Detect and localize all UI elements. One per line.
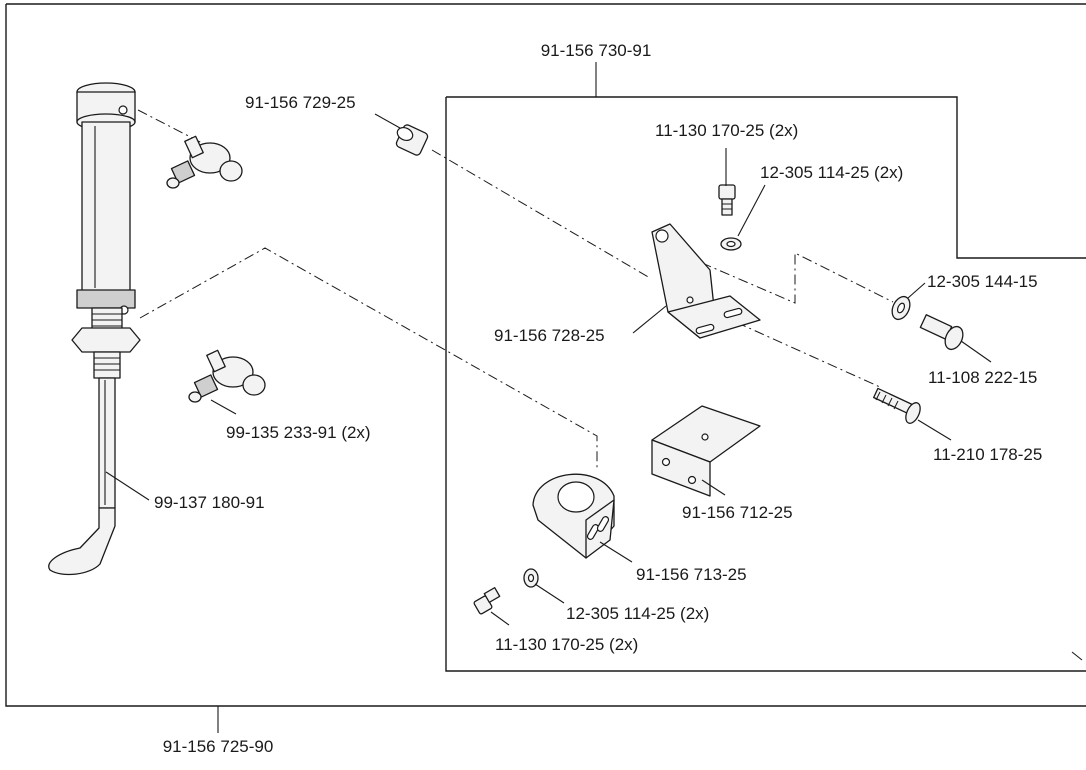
leader-lines bbox=[105, 113, 992, 626]
assembly-number-label: 91-156 725-90 bbox=[163, 737, 274, 756]
label-11-130-170-25-upper: 11-130 170-25 (2x) bbox=[655, 121, 798, 140]
shoulder-screw bbox=[919, 314, 964, 351]
spacer-sleeve bbox=[395, 124, 429, 156]
label-12-305-114-25-lower: 12-305 114-25 (2x) bbox=[566, 604, 709, 623]
label-12-305-144-15: 12-305 144-15 bbox=[927, 272, 1038, 291]
part-labels: 91-156 729-25 11-130 170-25 (2x) 12-305 … bbox=[154, 93, 1042, 654]
edge-mark bbox=[1071, 651, 1083, 661]
cap-screw-lower bbox=[473, 587, 501, 615]
long-screw bbox=[873, 387, 921, 424]
angle-bracket bbox=[651, 223, 761, 339]
label-91-156-712-25: 91-156 712-25 bbox=[682, 503, 793, 522]
label-11-210-178-25: 11-210 178-25 bbox=[933, 445, 1042, 464]
pneumatic-cylinder bbox=[48, 82, 141, 576]
sub-assembly-frame bbox=[445, 96, 1086, 672]
washer-144-hole bbox=[896, 302, 906, 314]
sub-assembly-number-label: 91-156 730-91 bbox=[541, 41, 652, 60]
label-91-156-729-25: 91-156 729-25 bbox=[245, 93, 356, 112]
label-11-108-222-15: 11-108 222-15 bbox=[928, 368, 1037, 387]
label-91-156-728-25: 91-156 728-25 bbox=[494, 326, 605, 345]
z-bracket bbox=[651, 405, 761, 497]
washer-upper-hole bbox=[726, 240, 736, 248]
air-fitting-lower bbox=[188, 349, 266, 403]
label-12-305-114-25-upper: 12-305 114-25 (2x) bbox=[760, 163, 903, 182]
clamp-block bbox=[532, 473, 615, 559]
label-99-135-233-91: 99-135 233-91 (2x) bbox=[226, 423, 371, 442]
assembly-frame bbox=[5, 3, 1086, 707]
label-99-137-180-91: 99-137 180-91 bbox=[154, 493, 265, 512]
label-91-156-713-25: 91-156 713-25 bbox=[636, 565, 747, 584]
cap-screw-upper bbox=[718, 184, 736, 216]
air-fitting-upper bbox=[166, 135, 243, 189]
washer-lower-hole bbox=[527, 573, 535, 583]
label-11-130-170-25-lower: 11-130 170-25 (2x) bbox=[495, 635, 638, 654]
